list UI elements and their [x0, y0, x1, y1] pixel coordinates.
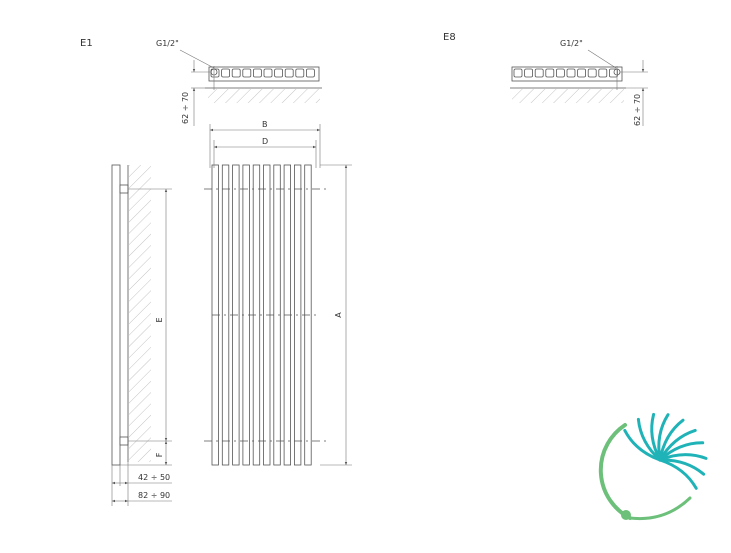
side-e-label: E	[155, 317, 164, 322]
e1-top-view: E1 G1/2" 62 ÷ 70	[80, 38, 322, 126]
e1-top-tube	[210, 68, 220, 78]
logo-arc-bottom	[628, 496, 692, 521]
front-a-label: A	[334, 312, 343, 318]
logo-arc-left	[598, 423, 632, 520]
e1-top-tube	[274, 68, 284, 78]
logo-seed-dot	[621, 510, 631, 520]
e1-top-tube	[252, 68, 262, 78]
e1-top-tube	[305, 68, 315, 78]
e8-leader-line	[587, 49, 617, 69]
e8-label: E8	[443, 32, 456, 43]
side-radiator-tube	[111, 164, 121, 466]
side-bracket-bottom	[119, 436, 129, 446]
e8-top-tube	[545, 68, 555, 78]
logo-ray	[658, 458, 698, 490]
e1-top-outline	[208, 66, 320, 82]
logo-ray	[623, 428, 662, 462]
side-wall-hatch	[129, 165, 151, 462]
e8-top-tube	[534, 68, 544, 78]
e1-tube-row	[208, 66, 320, 82]
e8-top-outline	[511, 66, 623, 82]
side-bracket-top	[119, 184, 129, 194]
e1-label: E1	[80, 38, 93, 49]
e8-top-tube	[524, 68, 533, 78]
e8-top-tube	[556, 68, 565, 78]
front-d-label: D	[262, 137, 268, 146]
dandelion-logo-icon	[598, 412, 708, 521]
e8-top-tube	[513, 68, 523, 78]
side-f-label: F	[155, 452, 164, 457]
e8-tube-row	[511, 66, 623, 82]
e1-wall-hatch	[208, 89, 320, 103]
logo-rays	[623, 412, 708, 490]
e8-top-tube	[566, 68, 576, 78]
e1-top-tube	[295, 68, 305, 78]
front-b-label: B	[262, 120, 268, 129]
e1-top-tube	[231, 68, 241, 78]
e8-offset-label: 62 ÷ 70	[633, 94, 642, 126]
e8-top-tube	[598, 68, 608, 78]
side-view: E F 42 ÷ 50 82 ÷ 90	[111, 164, 172, 506]
e1-top-tube	[221, 68, 231, 78]
front-view: B D A	[204, 120, 352, 466]
e1-top-tube	[284, 68, 294, 78]
side-depth-outer-label: 82 ÷ 90	[138, 491, 170, 500]
e8-wall-hatch	[512, 89, 624, 103]
e1-connection-label: G1/2"	[156, 39, 179, 48]
e1-top-tube	[242, 68, 252, 78]
e8-top-tube	[609, 68, 618, 78]
side-depth-inner-label: 42 ÷ 50	[138, 473, 170, 482]
e1-leader-line	[179, 49, 215, 69]
e8-top-view: E8 G1/2" 62 ÷ 70	[443, 32, 648, 126]
e8-top-tube	[577, 68, 586, 78]
e8-connection-label: G1/2"	[560, 39, 583, 48]
e1-top-tube	[263, 68, 273, 78]
e1-offset-label: 62 ÷ 70	[181, 92, 190, 124]
e8-top-tube	[587, 68, 597, 78]
